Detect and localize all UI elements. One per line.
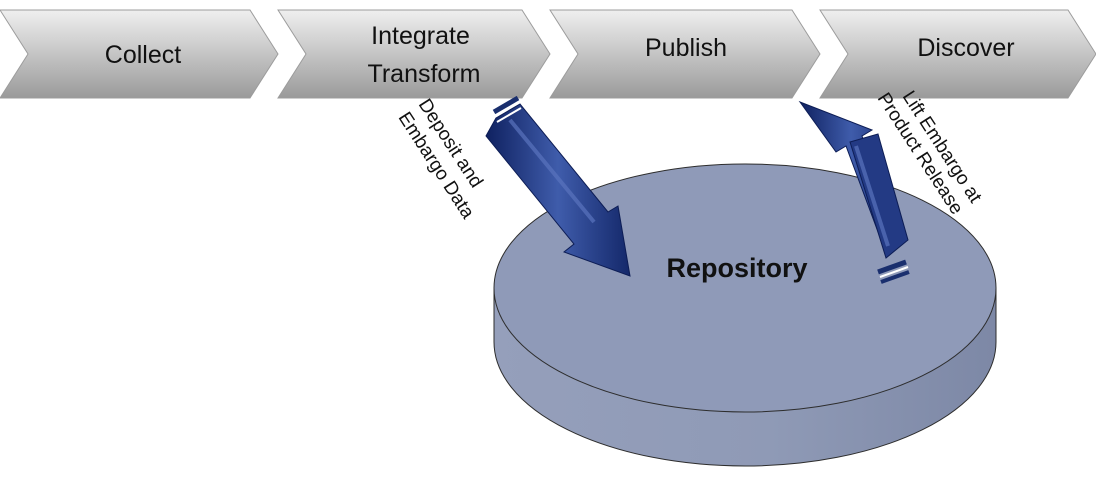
arrow-tail-stripe xyxy=(879,266,909,278)
step-collect: Collect xyxy=(0,9,279,99)
step-integrate-transform: Integrate Transform xyxy=(277,9,551,99)
arrow-shaft xyxy=(849,133,909,259)
step-publish: Publish xyxy=(549,9,821,99)
step-discover: Discover xyxy=(819,9,1096,99)
arrow-tail-stripe xyxy=(492,95,520,115)
step-label: Collect xyxy=(105,41,181,69)
chevron-shape xyxy=(0,9,279,99)
repository-label: Repository xyxy=(666,253,807,283)
deposit-label: Deposit and Embargo Data xyxy=(394,95,499,223)
step-label: Discover xyxy=(917,34,1014,62)
arrow-tail-stripe xyxy=(496,107,522,123)
arrow-bevel xyxy=(854,145,890,247)
chevron-shape xyxy=(277,9,551,99)
chevron-shape xyxy=(549,9,821,99)
arrow-bevel xyxy=(508,118,596,224)
chevron-shape xyxy=(819,9,1096,99)
repository-disk: Repository xyxy=(493,163,997,467)
process-steps: Collect Integrate Transform Publish Disc… xyxy=(0,9,1096,99)
step-label: Integrate Transform xyxy=(368,22,481,88)
down-arrow-icon xyxy=(485,103,631,277)
step-label: Publish xyxy=(645,34,727,62)
arrow-tail-stripe xyxy=(880,270,910,284)
arrow-tail-stripe xyxy=(877,259,907,275)
